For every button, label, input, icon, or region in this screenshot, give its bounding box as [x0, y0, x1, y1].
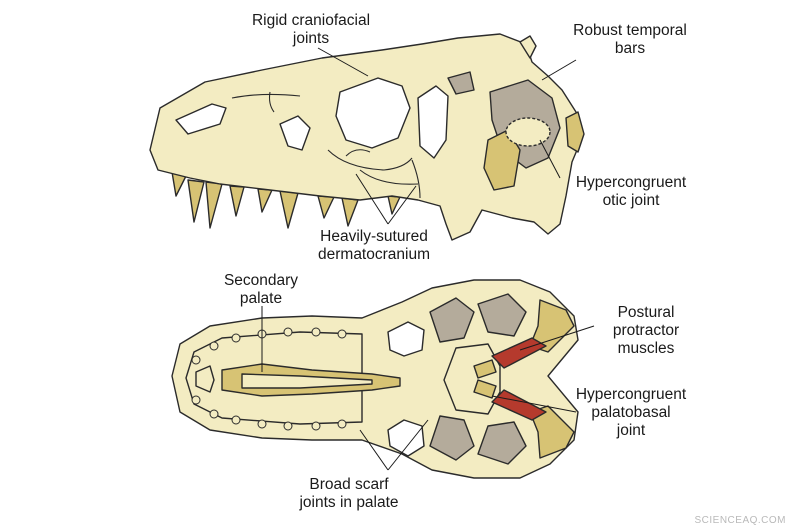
maxillary-fenestra: [279, 115, 311, 151]
palatal-opening-upper: [387, 321, 425, 357]
skull-palatal-view: [171, 279, 579, 479]
otic-joint: [505, 117, 551, 147]
label-rigid-joints: Rigid craniofacial joints: [251, 12, 371, 47]
naris: [175, 103, 227, 135]
antorbital-fenestra: [335, 77, 411, 149]
watermark: SCIENCEAQ.COM: [694, 515, 786, 526]
label-dermatocranium: Heavily-sutured dermatocranium: [318, 228, 430, 263]
skull-lateral-view: [149, 33, 585, 241]
orbit: [417, 85, 449, 159]
label-scarf-joints: Broad scarf joints in palate: [299, 476, 399, 511]
paroccipital-process: [565, 111, 585, 153]
protractor-muscle-lower: [491, 389, 547, 421]
label-temporal-bars: Robust temporal bars: [573, 22, 687, 57]
lacrimal-accent: [447, 71, 475, 95]
pterygoid-wing-upper: [529, 299, 575, 353]
temporal-bar: [519, 35, 537, 59]
label-secondary-palate: Secondary palate: [223, 272, 299, 307]
palatal-opening-lower: [387, 419, 425, 457]
label-otic-joint: Hypercongruent otic joint: [575, 174, 687, 209]
leader-lines: [261, 47, 595, 471]
label-palatobasal-joint: Hypercongruent palatobasal joint: [575, 386, 687, 439]
pterygoid-wing-lower: [529, 405, 575, 459]
label-postural-muscles: Postural protractor muscles: [612, 304, 680, 357]
